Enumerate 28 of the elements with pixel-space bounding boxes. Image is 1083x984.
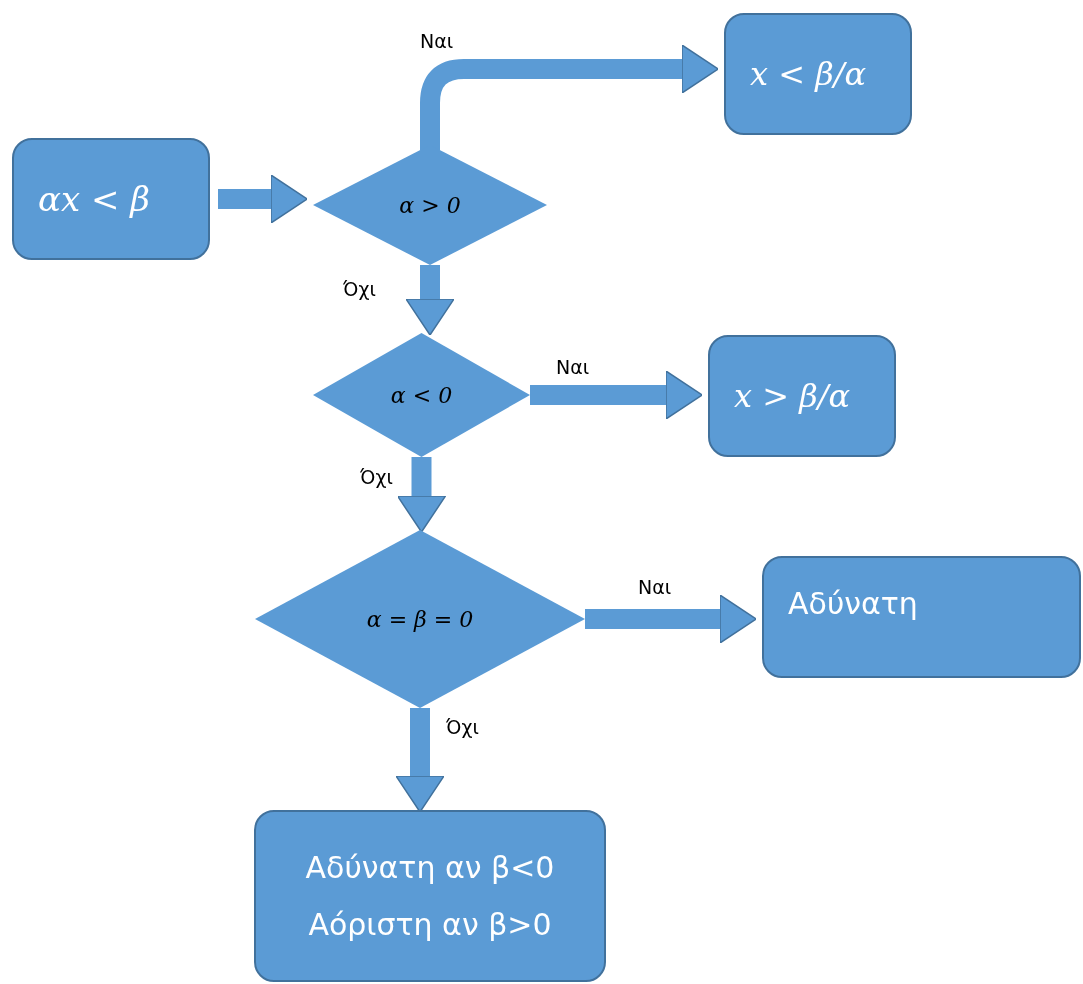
process-box bbox=[12, 138, 210, 260]
math-expression: α = β = 0 bbox=[366, 606, 474, 632]
decision-diamond bbox=[255, 530, 585, 708]
math-expression: αx < β bbox=[38, 179, 150, 219]
math-expression: α > 0 bbox=[399, 192, 461, 218]
math-expression: x < β/α bbox=[750, 55, 867, 93]
edge-label: Ναι bbox=[638, 576, 672, 598]
block-arrow bbox=[585, 594, 757, 644]
box-text: Αδύνατη αν β<0 bbox=[305, 850, 555, 885]
math-expression: α < 0 bbox=[390, 382, 453, 408]
process-box bbox=[724, 13, 912, 135]
box-text: Αόριστη αν β>0 bbox=[308, 907, 552, 942]
process-box bbox=[254, 810, 606, 982]
box-text: Αδύνατη bbox=[788, 586, 918, 621]
process-box bbox=[762, 556, 1081, 678]
block-arrow bbox=[218, 174, 308, 224]
math-expression: x > β/α bbox=[734, 377, 851, 415]
process-box bbox=[708, 335, 896, 457]
edge-label: Όχι bbox=[343, 278, 376, 300]
block-arrow bbox=[395, 708, 445, 813]
block-arrow bbox=[396, 457, 447, 533]
decision-diamond bbox=[313, 333, 530, 457]
block-arrow bbox=[530, 370, 703, 420]
edge-label: Όχι bbox=[360, 466, 393, 488]
edge-label: Ναι bbox=[420, 30, 454, 52]
block-arrow bbox=[405, 265, 455, 336]
edge-label: Ναι bbox=[556, 356, 590, 378]
edge-label: Όχι bbox=[446, 716, 479, 738]
